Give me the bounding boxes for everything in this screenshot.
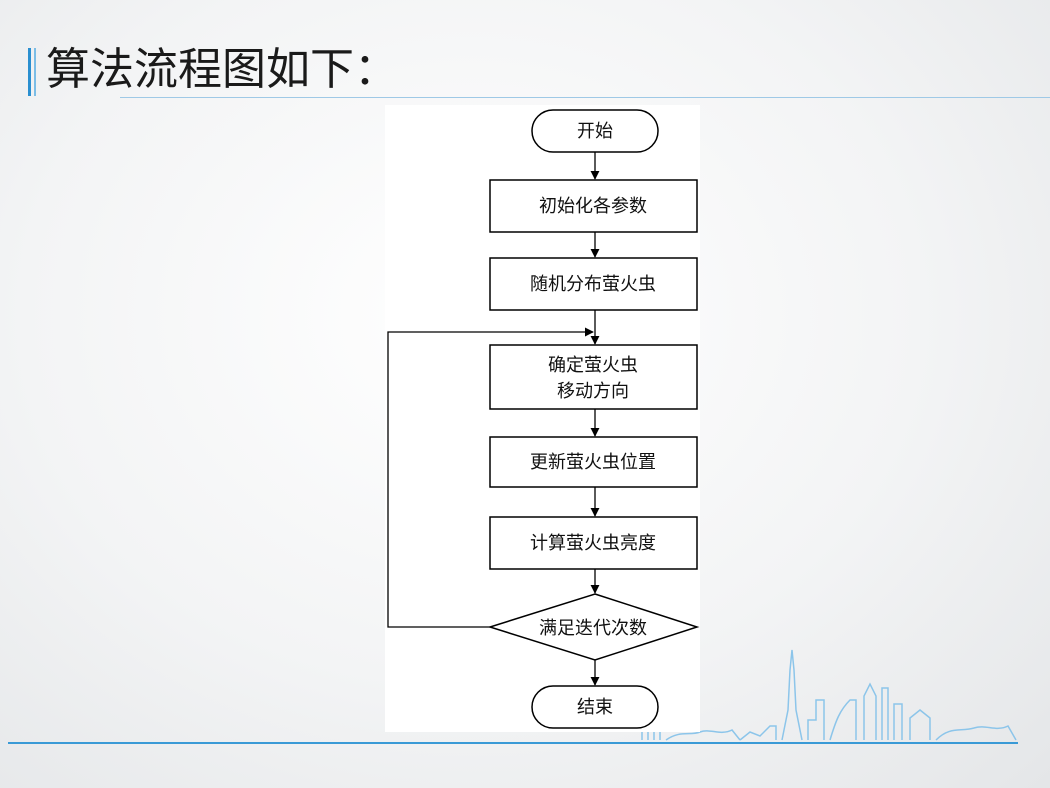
title-divider <box>120 97 1050 98</box>
process-node-init: 初始化各参数 <box>489 179 698 233</box>
start-node: 开始 <box>531 109 659 153</box>
process-node-init-label: 初始化各参数 <box>539 196 647 217</box>
process-node-distribute-label: 随机分布萤火虫 <box>530 274 656 295</box>
process-node-direction-label-line1: 确定萤火虫 <box>548 355 638 376</box>
process-node-brightness-label: 计算萤火虫亮度 <box>530 533 656 554</box>
decision-node: 满足迭代次数 <box>487 593 700 661</box>
process-node-brightness: 计算萤火虫亮度 <box>489 516 698 570</box>
process-node-update: 更新萤火虫位置 <box>489 436 698 488</box>
footer-divider <box>8 742 1018 744</box>
slide-title: 算法流程图如下： <box>46 44 398 95</box>
title-accent-bar <box>28 48 31 96</box>
process-node-distribute: 随机分布萤火虫 <box>489 257 698 311</box>
flowchart-panel: 开始 初始化各参数 随机分布萤火虫 确定萤火虫 移动方向 更新萤火虫位置 <box>385 105 700 732</box>
process-node-update-label: 更新萤火虫位置 <box>530 452 656 473</box>
process-node-direction: 确定萤火虫 移动方向 <box>489 344 698 410</box>
start-node-label: 开始 <box>577 121 613 142</box>
arrow-loop-back <box>387 327 594 628</box>
end-node-label: 结束 <box>577 697 613 718</box>
title-accent-bar-light <box>34 48 36 96</box>
process-node-direction-label-line2: 移动方向 <box>557 381 629 402</box>
end-node: 结束 <box>531 685 659 729</box>
decision-node-label: 满足迭代次数 <box>539 618 647 639</box>
flowchart-diagram: 开始 初始化各参数 随机分布萤火虫 确定萤火虫 移动方向 更新萤火虫位置 <box>387 109 700 729</box>
